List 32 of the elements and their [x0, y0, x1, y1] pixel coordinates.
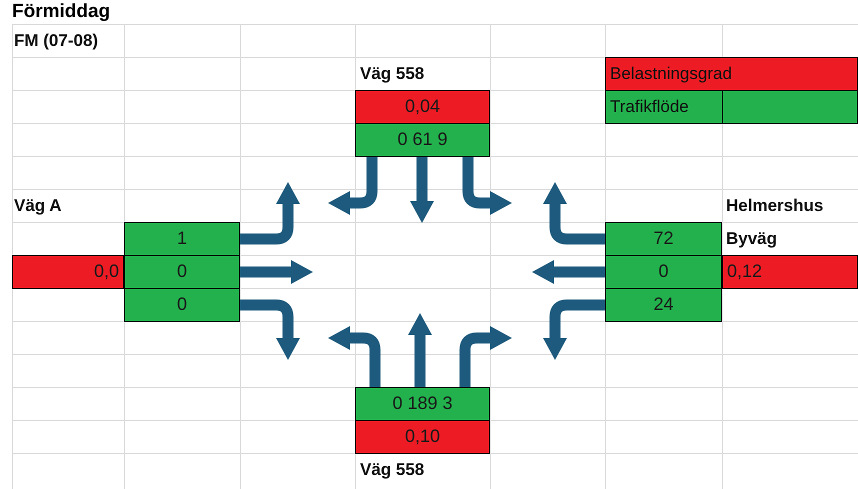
- flow-cell: 0 189 3: [355, 387, 490, 421]
- road-label: FM (07-08): [14, 30, 100, 52]
- turn-arrow: [410, 157, 434, 223]
- flow-cell: 24: [605, 288, 722, 322]
- flow-cell: 0: [124, 288, 240, 322]
- road-label: Byväg: [726, 228, 778, 250]
- turn-arrow: [408, 313, 432, 387]
- turn-arrow: [543, 300, 605, 360]
- load-cell: 0,12: [722, 255, 858, 289]
- turn-arrow: [240, 260, 313, 284]
- turn-arrow: [462, 157, 512, 215]
- load-cell: 0,10: [355, 420, 490, 454]
- flow-cell: 0: [605, 255, 722, 289]
- flow-cell: 1: [124, 222, 240, 256]
- title: Förmiddag: [12, 0, 110, 24]
- flow-cell: 0 61 9: [355, 123, 490, 157]
- road-label: Helmershus: [726, 195, 824, 217]
- turn-arrow: [240, 182, 300, 244]
- turn-arrow: [240, 300, 300, 360]
- turn-arrow: [532, 260, 605, 284]
- turn-arrow: [460, 326, 512, 387]
- load-cell: 0,0: [12, 255, 124, 289]
- load-cell: 0,04: [355, 90, 490, 124]
- road-label: Väg 558: [360, 459, 426, 481]
- flow-cell: 72: [605, 222, 722, 256]
- legend-label: Trafikflöde: [605, 90, 723, 124]
- road-label: Väg A: [14, 195, 63, 217]
- flow-cell: 0: [124, 255, 240, 289]
- turn-arrow: [543, 182, 605, 244]
- turn-arrow: [328, 326, 380, 387]
- road-label: Väg 558: [360, 63, 426, 85]
- turn-arrow: [328, 157, 378, 215]
